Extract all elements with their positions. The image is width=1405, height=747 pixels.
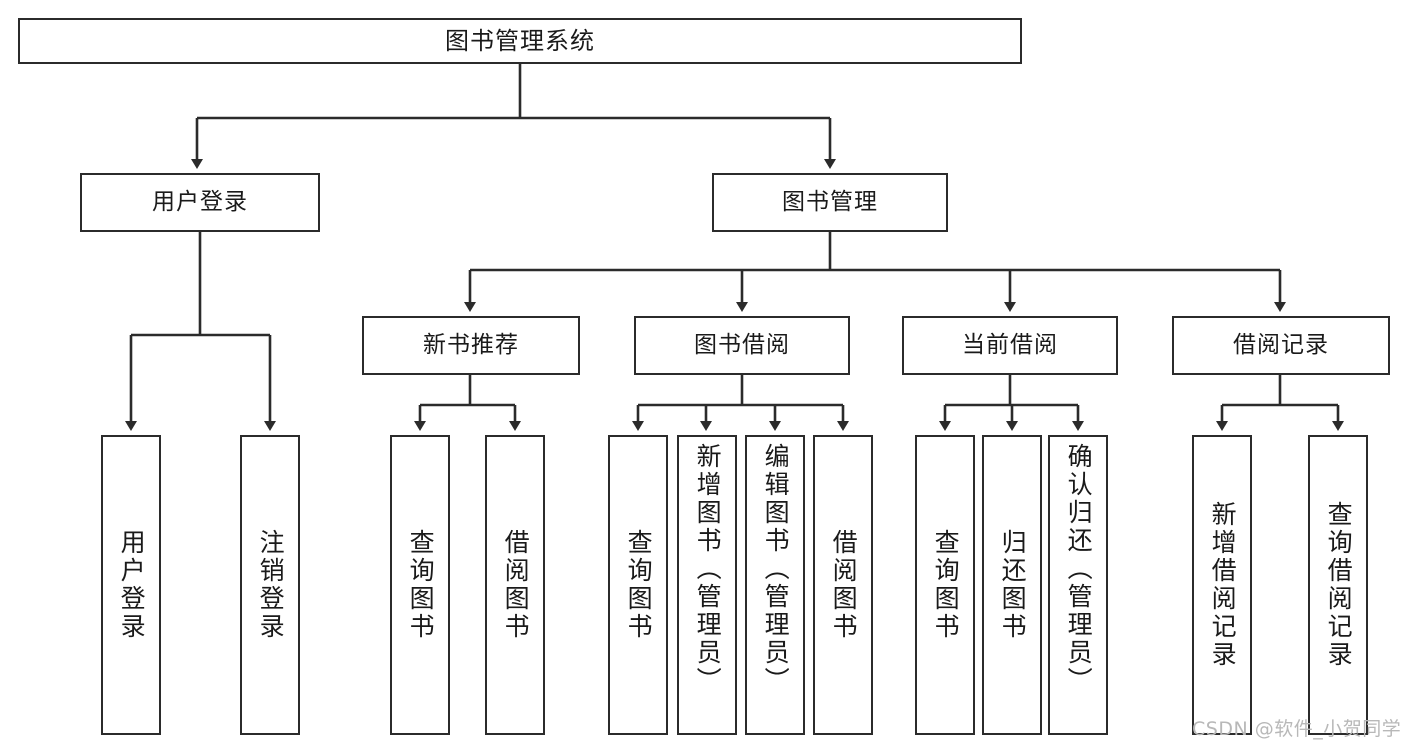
node-leaf-query-book-1-label: 查询图书 <box>406 529 436 641</box>
node-leaf-add-record[interactable]: 新增借阅记录 <box>1192 435 1252 735</box>
node-leaf-user-login-label: 用户登录 <box>117 529 147 641</box>
node-leaf-user-login[interactable]: 用户登录 <box>101 435 161 735</box>
node-borrow-record-label: 借阅记录 <box>1233 332 1329 358</box>
node-leaf-return-book-label: 归还图书 <box>998 529 1028 641</box>
node-leaf-return-book[interactable]: 归还图书 <box>982 435 1042 735</box>
node-leaf-query-record-label: 查询借阅记录 <box>1324 501 1354 669</box>
node-leaf-query-record[interactable]: 查询借阅记录 <box>1308 435 1368 735</box>
node-leaf-edit-book[interactable]: 编辑图书（管理员） <box>745 435 805 735</box>
csdn-watermark: CSDN @软件_小贺同学 <box>1192 714 1401 741</box>
node-leaf-borrow-book-1[interactable]: 借阅图书 <box>485 435 545 735</box>
node-current-borrow[interactable]: 当前借阅 <box>902 316 1118 375</box>
node-book-management[interactable]: 图书管理 <box>712 173 948 232</box>
node-leaf-confirm-return[interactable]: 确认归还（管理员） <box>1048 435 1108 735</box>
node-leaf-add-book-label: 新增图书（管理员） <box>693 443 723 695</box>
node-book-management-label: 图书管理 <box>782 189 878 215</box>
node-leaf-add-record-label: 新增借阅记录 <box>1208 501 1238 669</box>
node-borrow-record[interactable]: 借阅记录 <box>1172 316 1390 375</box>
node-leaf-borrow-book-1-label: 借阅图书 <box>501 529 531 641</box>
node-book-borrow[interactable]: 图书借阅 <box>634 316 850 375</box>
node-new-book-recommend-label: 新书推荐 <box>423 332 519 358</box>
node-leaf-confirm-return-label: 确认归还（管理员） <box>1064 443 1094 695</box>
node-leaf-query-book-1[interactable]: 查询图书 <box>390 435 450 735</box>
node-leaf-query-book-3-label: 查询图书 <box>931 529 961 641</box>
node-root-label: 图书管理系统 <box>445 27 595 55</box>
node-leaf-query-book-2-label: 查询图书 <box>624 529 654 641</box>
node-leaf-edit-book-label: 编辑图书（管理员） <box>761 443 791 695</box>
node-user-login-label: 用户登录 <box>152 189 248 215</box>
node-leaf-logout-label: 注销登录 <box>256 529 286 641</box>
node-current-borrow-label: 当前借阅 <box>962 332 1058 358</box>
node-root[interactable]: 图书管理系统 <box>18 18 1022 64</box>
node-new-book-recommend[interactable]: 新书推荐 <box>362 316 580 375</box>
node-leaf-add-book[interactable]: 新增图书（管理员） <box>677 435 737 735</box>
node-book-borrow-label: 图书借阅 <box>694 332 790 358</box>
node-user-login[interactable]: 用户登录 <box>80 173 320 232</box>
node-leaf-query-book-2[interactable]: 查询图书 <box>608 435 668 735</box>
node-leaf-query-book-3[interactable]: 查询图书 <box>915 435 975 735</box>
node-leaf-logout[interactable]: 注销登录 <box>240 435 300 735</box>
node-leaf-borrow-book-2[interactable]: 借阅图书 <box>813 435 873 735</box>
csdn-watermark-text: CSDN @软件_小贺同学 <box>1192 718 1402 740</box>
node-leaf-borrow-book-2-label: 借阅图书 <box>829 529 859 641</box>
